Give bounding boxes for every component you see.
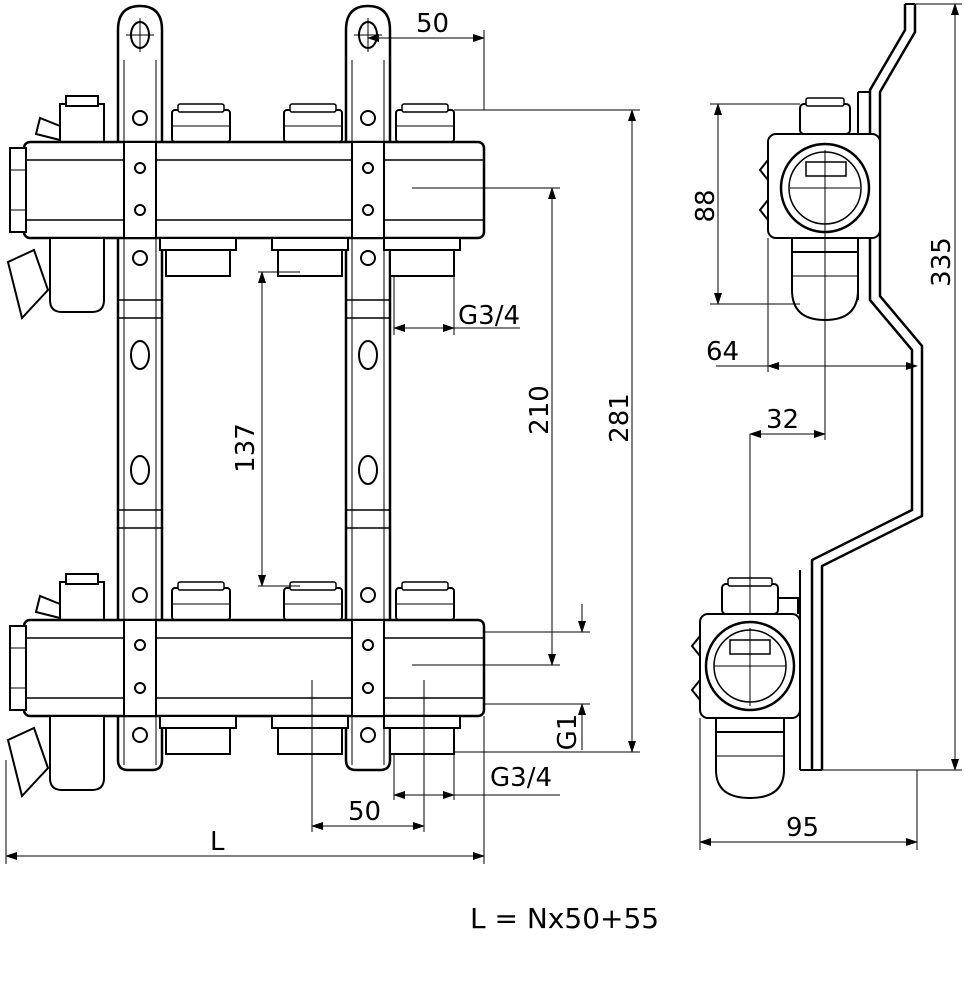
dim-side-offset-32: 32 xyxy=(766,405,799,435)
front-dimension-lines xyxy=(5,30,640,864)
bottom-air-vent xyxy=(34,573,105,623)
dim-outlet-thread-top: G3/4 xyxy=(458,301,520,331)
side-upper-section xyxy=(758,97,881,322)
top-ball-valve xyxy=(6,237,105,321)
dim-bottom-spacing: 50 xyxy=(348,797,381,827)
dim-axis-distance: 210 xyxy=(525,385,555,435)
side-lower-section xyxy=(690,577,801,800)
bottom-manifold-bar xyxy=(6,573,486,799)
side-view: 88 64 32 95 335 xyxy=(690,3,962,850)
dim-outlet-thread-bottom: G3/4 xyxy=(490,763,552,793)
top-valve-knobs xyxy=(171,103,455,143)
front-view: 50 G3/4 137 210 281 G1 G3/4 50 L xyxy=(5,4,640,864)
dim-top-spacing: 50 xyxy=(416,9,449,39)
dim-side-offset-64: 64 xyxy=(706,337,739,367)
bottom-ball-valve xyxy=(6,715,105,799)
dim-side-height-small: 88 xyxy=(691,189,721,222)
dim-bracket-height: 335 xyxy=(927,237,957,287)
top-manifold-bar xyxy=(6,95,486,321)
dim-inlet-thread: G1 xyxy=(553,714,583,751)
side-dimension-lines xyxy=(699,3,962,850)
dim-overall-height: 281 xyxy=(605,393,635,443)
dim-side-depth: 95 xyxy=(786,813,819,843)
dim-overall-length: L xyxy=(210,827,225,857)
dim-bar-distance: 137 xyxy=(231,423,261,473)
length-formula: L = Nx50+55 xyxy=(470,902,660,935)
bottom-outlet-fittings xyxy=(159,715,461,755)
bottom-valve-knobs xyxy=(171,581,455,621)
top-air-vent xyxy=(34,95,105,145)
top-outlet-fittings xyxy=(159,237,461,277)
